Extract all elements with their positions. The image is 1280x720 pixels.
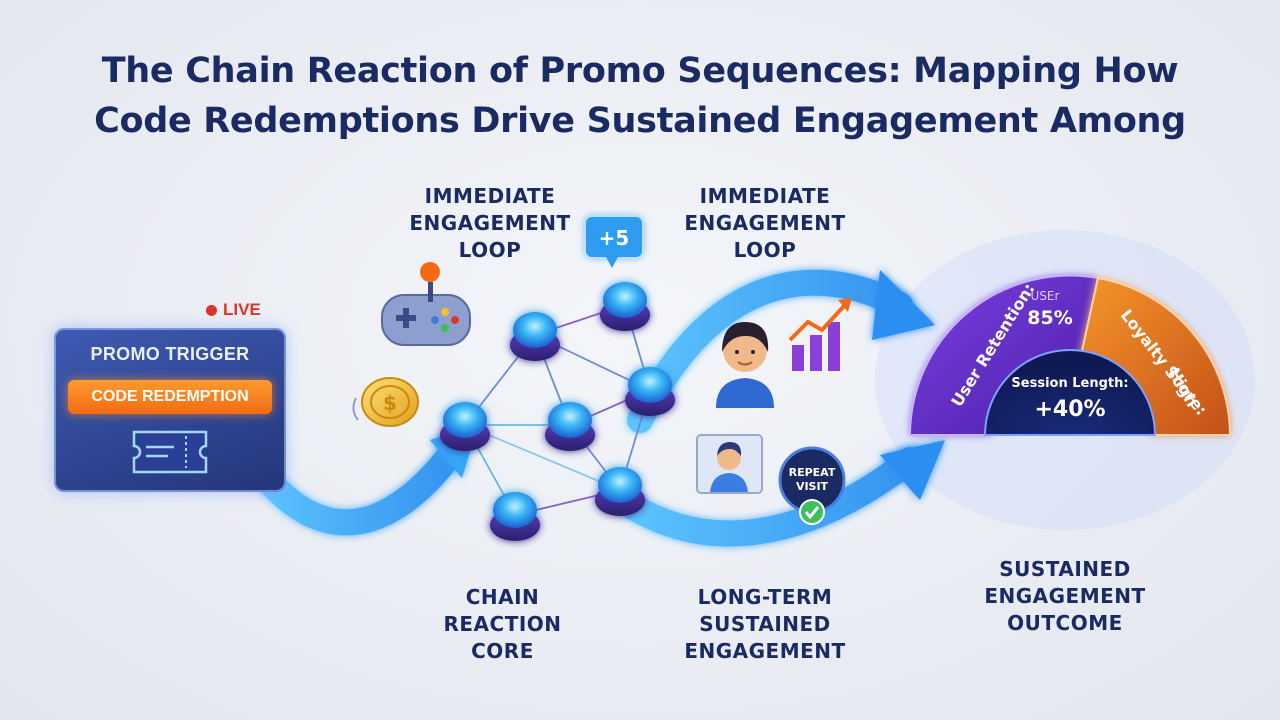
- svg-text:$: $: [383, 391, 397, 415]
- label-line: OUTCOME: [1007, 611, 1123, 635]
- label-immediate-engagement-left: IMMEDIATE ENGAGEMENT LOOP: [395, 183, 585, 264]
- network-node-2: [600, 282, 650, 331]
- network-node-6: [490, 492, 540, 541]
- label-line: ENGAGEMENT: [984, 584, 1146, 608]
- gauge-session-value: +40%: [1034, 397, 1105, 422]
- label-line: ENGAGEMENT: [409, 211, 571, 235]
- label-line: CORE: [471, 639, 534, 663]
- label-line: ENGAGEMENT: [684, 639, 846, 663]
- gauge-retention-value: 85%: [1027, 307, 1072, 329]
- gauge-session-label: Session Length:: [1011, 376, 1128, 391]
- ticket-icon: [132, 430, 208, 474]
- repeat-visit-line2: VISIT: [796, 480, 829, 493]
- arrowhead-upper: [872, 270, 935, 340]
- label-line: LOOP: [458, 238, 522, 262]
- label-line: IMMEDIATE: [424, 184, 556, 208]
- repeat-visit-line1: REPEAT: [789, 466, 836, 479]
- arrow-trigger-to-core: [247, 442, 463, 536]
- gauge-center: [983, 349, 1157, 436]
- live-indicator: LIVE: [206, 300, 261, 320]
- network-node-4: [545, 402, 595, 451]
- label-line: IMMEDIATE: [699, 184, 831, 208]
- network-node-7: [595, 467, 645, 516]
- page-title: The Chain Reaction of Promo Sequences: M…: [0, 46, 1280, 146]
- arrow-loop-lower: [617, 447, 923, 547]
- live-dot-icon: [206, 304, 217, 316]
- coin-icon: $: [352, 377, 419, 427]
- label-line: LONG-TERM: [697, 585, 833, 609]
- check-icon: [799, 499, 825, 525]
- person-avatar-icon: [716, 322, 774, 408]
- page-title-line2: Code Redemptions Drive Sustained Engagem…: [94, 101, 1186, 141]
- network-node-1: [510, 312, 560, 361]
- label-immediate-engagement-right: IMMEDIATE ENGAGEMENT LOOP: [670, 183, 860, 264]
- label-sustained-outcome: SUSTAINED ENGAGEMENT OUTCOME: [965, 556, 1165, 637]
- points-bubble-text: +5: [599, 226, 630, 250]
- photo-profile-icon: [696, 434, 763, 494]
- gamepad-icon: [381, 262, 471, 346]
- promo-trigger-card: PROMO TRIGGER CODE REDEMPTION: [54, 328, 286, 492]
- arrowhead-lower: [880, 440, 945, 500]
- gauge-retention-caption: USEr: [1031, 289, 1060, 303]
- network-node-5: [625, 367, 675, 416]
- label-line: REACTION: [443, 612, 562, 636]
- label-long-term-engagement: LONG-TERM SUSTAINED ENGAGEMENT: [665, 584, 865, 665]
- label-line: LOOP: [733, 238, 797, 262]
- label-line: SUSTAINED: [699, 612, 831, 636]
- points-bubble: +5: [584, 215, 644, 268]
- label-line: CHAIN: [465, 585, 540, 609]
- label-line: SUSTAINED: [999, 557, 1131, 581]
- label-chain-reaction-core: CHAIN REACTION CORE: [420, 584, 585, 665]
- repeat-visit-badge: REPEAT VISIT: [778, 446, 846, 525]
- page-title-line1: The Chain Reaction of Promo Sequences: M…: [101, 51, 1179, 91]
- growth-chart-icon: [788, 298, 852, 371]
- code-redemption-button[interactable]: CODE REDEMPTION: [68, 380, 272, 414]
- label-line: ENGAGEMENT: [684, 211, 846, 235]
- network-node-3: [440, 402, 490, 451]
- live-label: LIVE: [223, 300, 261, 319]
- promo-trigger-title: PROMO TRIGGER: [90, 344, 250, 364]
- metrics-gauge: User Retention: USEr 85% Loyalty Score: …: [908, 274, 1232, 436]
